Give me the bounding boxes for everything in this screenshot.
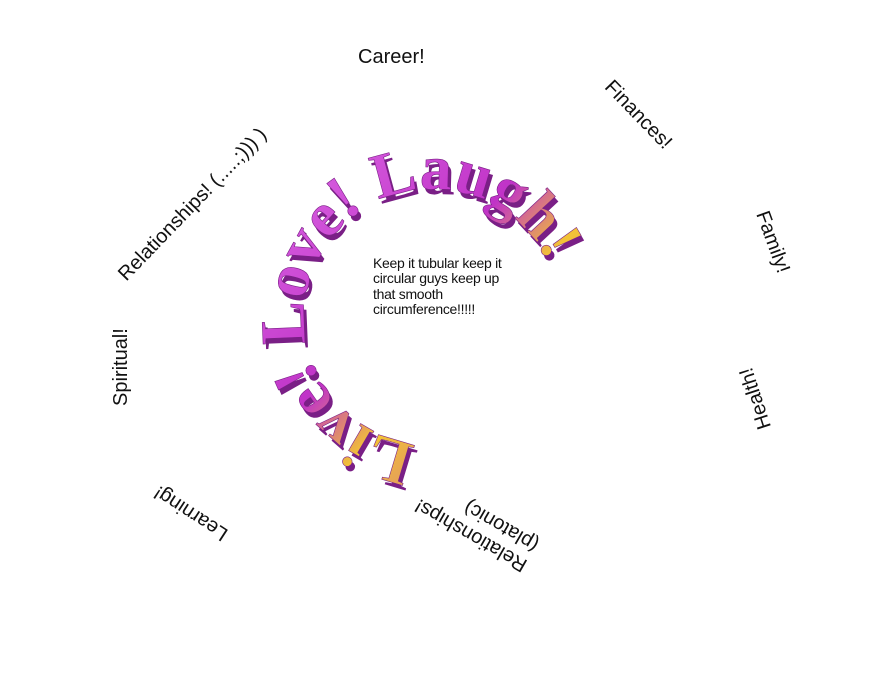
center-note: Keep it tubular keep it circular guys ke…	[373, 255, 502, 318]
label-spiritual: Spiritual!	[110, 328, 132, 406]
label-career: Career!	[358, 46, 425, 68]
